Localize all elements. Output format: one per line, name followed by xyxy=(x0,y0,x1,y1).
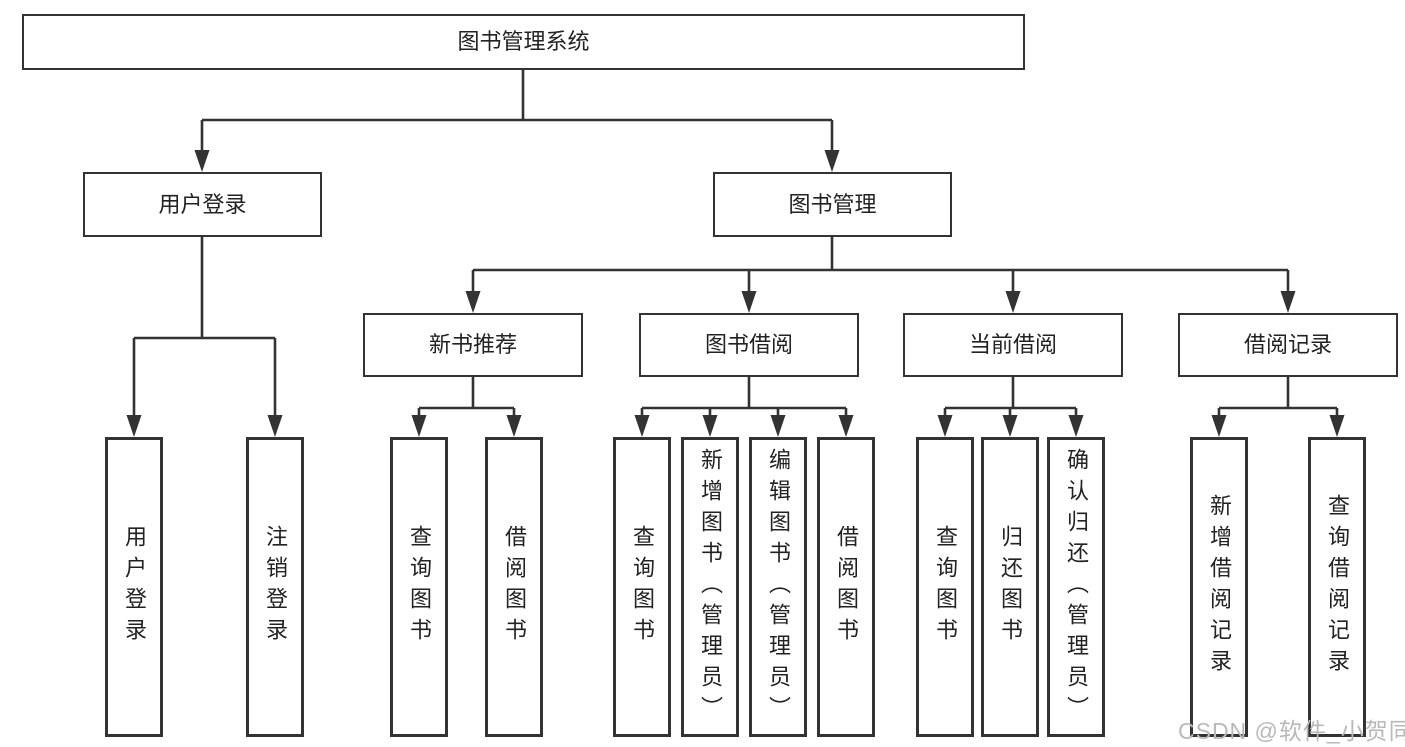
leaf-return-books: 归还图书 xyxy=(981,437,1039,737)
leaf-query-borrow-record-label: 查询借阅记录 xyxy=(1325,494,1350,680)
leaf-logout-label: 注销登录 xyxy=(263,525,288,649)
leaf-query-borrow-record: 查询借阅记录 xyxy=(1308,437,1366,737)
node-borrow-records: 借阅记录 xyxy=(1178,313,1398,377)
leaf-user-login: 用户登录 xyxy=(105,437,163,737)
node-book-management-label: 图书管理 xyxy=(788,191,877,217)
leaf-borrow-books: 借阅图书 xyxy=(817,437,875,737)
node-book-borrow: 图书借阅 xyxy=(639,313,859,377)
node-current-borrow: 当前借阅 xyxy=(903,313,1123,377)
node-new-book-recommend: 新书推荐 xyxy=(363,313,583,377)
node-new-book-recommend-label: 新书推荐 xyxy=(428,332,517,357)
node-user-login-branch-label: 用户登录 xyxy=(158,191,247,217)
leaf-recommend-borrow-books-label: 借阅图书 xyxy=(502,525,527,649)
leaf-borrow-query-books: 查询图书 xyxy=(613,437,671,737)
leaf-edit-books-admin-label: 编辑图书（管理员） xyxy=(766,447,791,727)
leaf-add-borrow-record-label: 新增借阅记录 xyxy=(1207,494,1232,680)
leaf-recommend-query-books-label: 查询图书 xyxy=(407,525,432,649)
leaf-borrow-books-label: 借阅图书 xyxy=(834,525,859,649)
connector-strokes xyxy=(132,70,1339,425)
node-book-management: 图书管理 xyxy=(713,172,952,237)
leaf-confirm-return-admin: 确认归还（管理员） xyxy=(1047,437,1105,737)
node-user-login-branch: 用户登录 xyxy=(83,172,322,237)
leaf-user-login-label: 用户登录 xyxy=(122,525,147,649)
csdn-watermark: CSDN @软件_小贺同学 xyxy=(1178,718,1405,744)
node-book-borrow-label: 图书借阅 xyxy=(704,332,793,357)
leaf-add-books-admin: 新增图书（管理员） xyxy=(681,437,739,737)
leaf-add-books-admin-label: 新增图书（管理员） xyxy=(698,447,723,727)
leaf-current-query-books-label: 查询图书 xyxy=(933,525,958,649)
leaf-confirm-return-admin-label: 确认归还（管理员） xyxy=(1064,447,1089,727)
leaf-return-books-label: 归还图书 xyxy=(998,525,1023,649)
leaf-recommend-query-books: 查询图书 xyxy=(390,437,448,737)
leaf-add-borrow-record: 新增借阅记录 xyxy=(1190,437,1248,737)
leaf-recommend-borrow-books: 借阅图书 xyxy=(485,437,543,737)
node-root: 图书管理系统 xyxy=(22,14,1025,70)
node-current-borrow-label: 当前借阅 xyxy=(968,332,1057,357)
leaf-current-query-books: 查询图书 xyxy=(916,437,974,737)
node-borrow-records-label: 借阅记录 xyxy=(1243,332,1332,357)
arrowheads xyxy=(126,150,1345,437)
leaf-edit-books-admin: 编辑图书（管理员） xyxy=(749,437,807,737)
leaf-logout: 注销登录 xyxy=(246,437,304,737)
node-root-label: 图书管理系统 xyxy=(457,29,590,54)
leaf-borrow-query-books-label: 查询图书 xyxy=(630,525,655,649)
